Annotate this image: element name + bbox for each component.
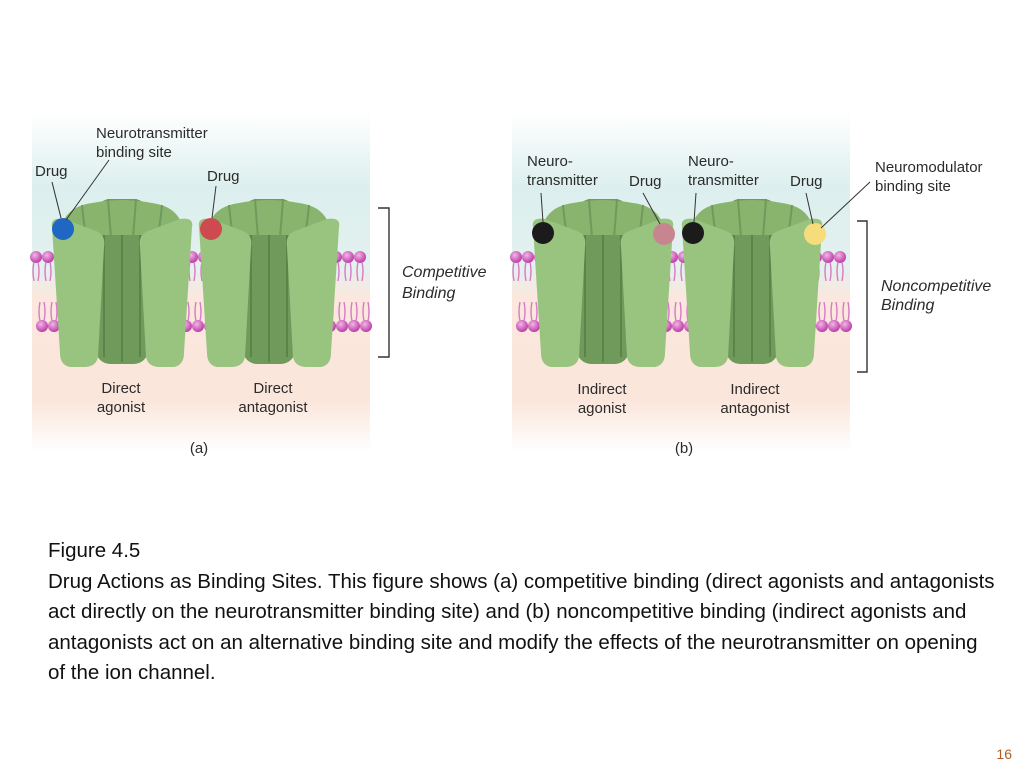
label-nt1-line1: Neuro-	[527, 153, 573, 170]
label-nt2-line2: transmitter	[688, 172, 759, 189]
panel-letter-a: (a)	[190, 440, 208, 457]
label-drug2: Drug	[790, 173, 823, 190]
label-direct-agonist-2: agonist	[97, 399, 146, 416]
leader-line	[540, 192, 544, 223]
figure-caption: Figure 4.5 Drug Actions as Binding Sites…	[48, 536, 998, 689]
label-indirect-agonist-2: agonist	[578, 400, 627, 417]
label-nt-site-line1: Neurotransmitter	[96, 125, 208, 142]
label-direct-antagonist-1: Direct	[253, 380, 293, 397]
label-direct-agonist-1: Direct	[101, 380, 141, 397]
label-nm-site-line1: Neuromodulator	[875, 159, 983, 176]
label-drug-right: Drug	[207, 168, 240, 185]
leader-line	[65, 159, 110, 221]
label-noncompetitive-2: Binding	[881, 297, 934, 314]
label-competitive-2: Binding	[402, 285, 455, 302]
label-nt2-line1: Neuro-	[688, 153, 734, 170]
label-noncompetitive-1: Noncompetitive	[881, 278, 991, 295]
leader-line	[211, 185, 217, 219]
drug-blue-molecule	[52, 218, 74, 240]
label-direct-antagonist-2: antagonist	[238, 399, 308, 416]
leader-line	[820, 181, 871, 229]
leader-line	[642, 192, 661, 225]
label-nt1-line2: transmitter	[527, 172, 598, 189]
receptor-b-right	[680, 198, 824, 368]
page-number: 16	[996, 746, 1012, 762]
bracket-noncompetitive	[857, 220, 868, 373]
panel-letter-b: (b)	[675, 440, 693, 457]
panel-b: Neuro- transmitter Drug Neuro- transmitt…	[509, 112, 991, 457]
figure-number: Figure 4.5	[48, 539, 141, 562]
label-nt-site-line2: binding site	[96, 144, 172, 161]
receptor-b-left	[531, 198, 675, 368]
caption-title: Drug Actions as Binding Sites.	[48, 569, 323, 593]
label-drug-left: Drug	[35, 163, 68, 180]
leader-line	[805, 192, 814, 225]
panel-a: Drug Neurotransmitter binding site Drug …	[29, 112, 487, 457]
neurotransmitter-molecule	[682, 222, 704, 244]
drug-binding-figure: Drug Neurotransmitter binding site Drug …	[29, 112, 991, 457]
drug-pink-molecule	[653, 223, 675, 245]
label-indirect-agonist-1: Indirect	[577, 381, 627, 398]
caption-body: This figure shows (a) competitive bindin…	[48, 569, 995, 685]
label-competitive-1: Competitive	[402, 264, 487, 281]
drug-yellow-molecule	[804, 223, 826, 245]
neurotransmitter-molecule	[532, 222, 554, 244]
leader-line	[51, 181, 62, 219]
label-nm-site-line2: binding site	[875, 178, 951, 195]
label-indirect-antagonist-2: antagonist	[720, 400, 790, 417]
leader-line	[693, 192, 697, 223]
bracket-competitive	[378, 207, 390, 358]
label-indirect-antagonist-1: Indirect	[730, 381, 780, 398]
drug-red-molecule	[200, 218, 222, 240]
label-drug1: Drug	[629, 173, 662, 190]
